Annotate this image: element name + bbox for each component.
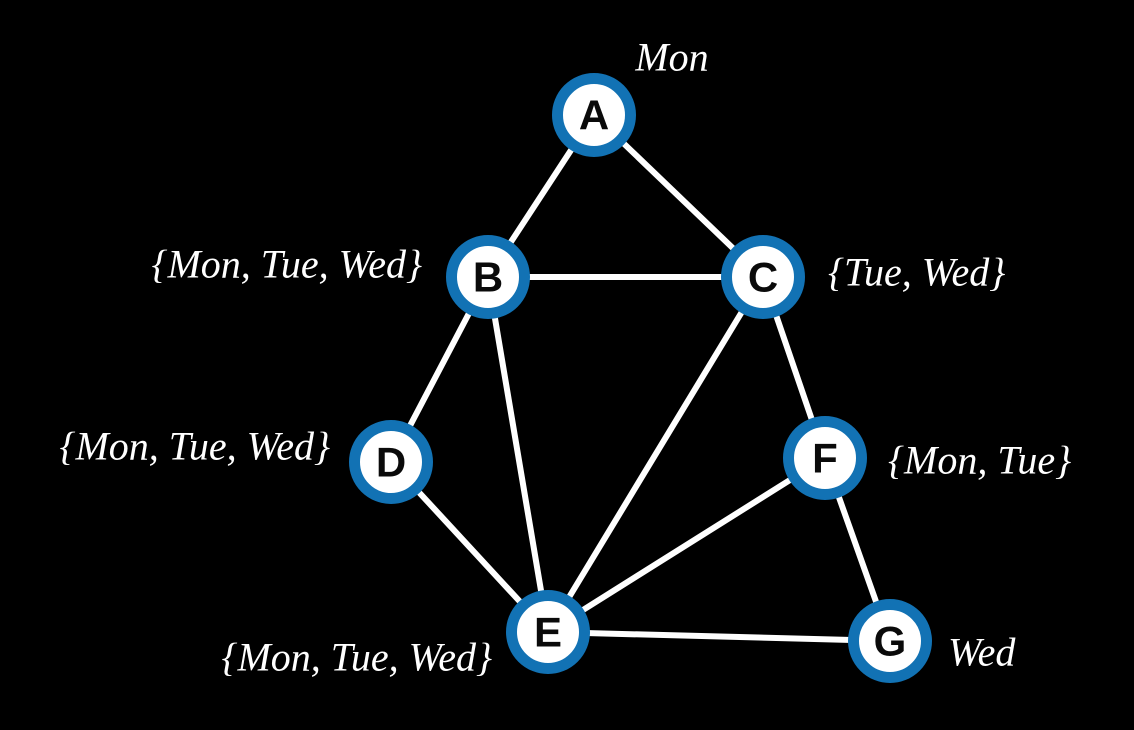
labels-layer: Mon {Mon, Tue, Wed} {Tue, Wed} {Mon, Tue, W… [59, 35, 1071, 680]
node-letter-E: E [534, 609, 562, 656]
domain-label-D: {Mon, Tue, Wed} [59, 424, 330, 469]
node-A: A [552, 73, 636, 157]
node-letter-B: B [473, 254, 503, 301]
edge-B-E [485, 274, 551, 635]
node-circle-B [446, 235, 530, 319]
node-circle-D [349, 420, 433, 504]
domain-label-E: {Mon, Tue, Wed} [221, 635, 492, 680]
edge-E-G [545, 629, 893, 644]
domain-label-B: {Mon, Tue, Wed} [151, 242, 422, 287]
node-circle-C [721, 235, 805, 319]
node-F: F [783, 416, 867, 500]
node-E: E [506, 590, 590, 674]
node-letter-D: D [376, 439, 406, 486]
node-letter-F: F [812, 435, 838, 482]
node-letter-C: C [748, 254, 778, 301]
node-G: G [848, 599, 932, 683]
node-circle-F [783, 416, 867, 500]
nodes-layer: A B C D E F G [349, 73, 932, 683]
node-letter-A: A [579, 92, 609, 139]
node-circle-E [506, 590, 590, 674]
edge-E-F [545, 455, 828, 635]
node-D: D [349, 420, 433, 504]
node-letter-G: G [874, 618, 907, 665]
domain-label-F: {Mon, Tue} [888, 438, 1071, 483]
node-C: C [721, 235, 805, 319]
edges-layer [388, 112, 893, 644]
node-B: B [446, 235, 530, 319]
domain-label-C: {Tue, Wed} [828, 250, 1005, 295]
edge-C-E [545, 274, 766, 635]
domain-label-A: Mon [634, 35, 708, 80]
domain-label-G: Wed [948, 630, 1016, 675]
node-circle-G [848, 599, 932, 683]
node-circle-A [552, 73, 636, 157]
